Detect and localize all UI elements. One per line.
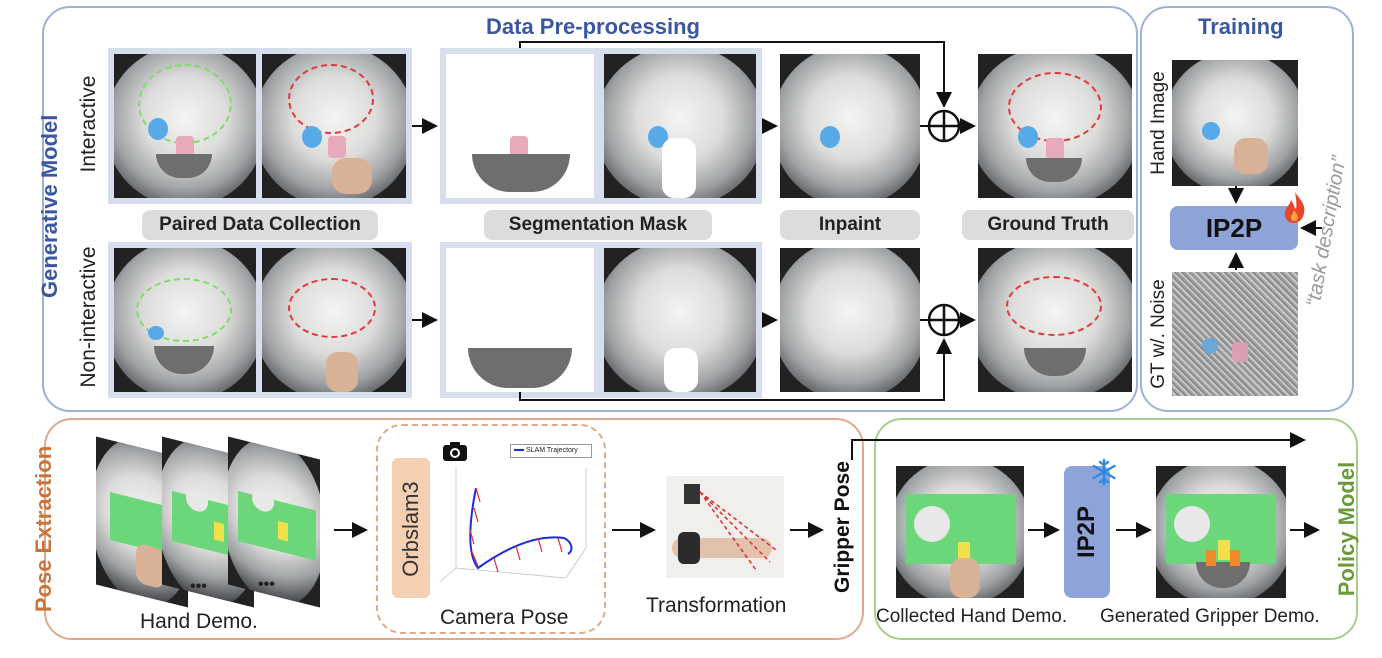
image-noninteractive-1 xyxy=(114,248,256,392)
region-highlight-red xyxy=(288,64,374,134)
hand xyxy=(326,352,358,392)
training-noise-image xyxy=(1172,272,1298,396)
combine-symbol-bottom xyxy=(927,303,961,337)
slam-trajectory-plot xyxy=(439,468,587,583)
region-highlight-green xyxy=(136,278,232,342)
collected-hand-demo-label: Collected Hand Demo. xyxy=(876,606,1068,627)
ellipsis-2: ••• xyxy=(258,576,275,593)
hand xyxy=(1234,138,1268,174)
ground-truth-noninteractive xyxy=(978,248,1132,392)
blue-cup xyxy=(148,118,168,140)
pink-cup xyxy=(176,136,194,158)
hand xyxy=(950,558,980,598)
blue-cup xyxy=(148,326,164,340)
blue-cup xyxy=(1202,338,1218,354)
projection-lines xyxy=(699,491,777,571)
image-interactive-1 xyxy=(114,54,256,198)
yellow-object xyxy=(1218,540,1230,560)
gripper-finger-right xyxy=(1230,550,1240,566)
generative-model-panel xyxy=(42,6,1138,412)
training-hand-image xyxy=(1172,60,1298,186)
policy-ip2p-box xyxy=(1064,466,1110,598)
mask-noninteractive-gripper xyxy=(446,248,594,392)
inpaint-interactive xyxy=(780,54,920,198)
slam-region xyxy=(376,424,606,634)
slam-legend-swatch xyxy=(514,449,524,452)
wrist-strap xyxy=(678,532,700,564)
orbslam-box xyxy=(392,458,430,598)
hand-mask xyxy=(664,348,698,392)
combine-symbol-top xyxy=(927,109,961,143)
flame-icon xyxy=(1282,190,1308,229)
region-highlight-red xyxy=(288,278,376,338)
hand xyxy=(332,158,372,194)
plate xyxy=(914,506,950,542)
pink-cup xyxy=(328,136,346,158)
slam-legend-text: SLAM Trajectory xyxy=(526,447,578,454)
image-interactive-2 xyxy=(262,54,406,198)
pose-extraction-panel xyxy=(44,418,864,640)
snowflake-icon xyxy=(1090,458,1118,491)
plate xyxy=(1174,506,1210,542)
mask-noninteractive-hand xyxy=(604,248,756,392)
region-highlight-red xyxy=(1006,276,1102,336)
blue-cup xyxy=(820,126,840,148)
training-ip2p-box: IP2P xyxy=(1170,206,1298,250)
blue-cup xyxy=(1018,126,1038,148)
ellipsis-1: ••• xyxy=(190,578,207,595)
stage-label-ground-truth: Ground Truth xyxy=(962,210,1134,240)
training-title: Training xyxy=(1198,14,1284,39)
data-preprocessing-title: Data Pre-processing xyxy=(486,14,700,39)
slam-legend: SLAM Trajectory xyxy=(510,444,592,458)
camera-mount xyxy=(684,484,700,504)
hand-demo-label: Hand Demo. xyxy=(140,610,258,633)
yellow-object xyxy=(958,542,970,562)
blue-cup xyxy=(302,126,322,148)
transformation-label: Transformation xyxy=(646,594,787,617)
training-panel xyxy=(1140,6,1354,412)
blue-cup xyxy=(1202,122,1220,140)
transformation-image xyxy=(666,476,784,578)
policy-model-panel xyxy=(874,418,1358,640)
stage-label-paired: Paired Data Collection xyxy=(142,210,378,240)
pink-cup xyxy=(1046,138,1064,160)
hand-mask xyxy=(662,138,696,198)
mask-interactive-hand xyxy=(604,54,756,198)
generated-gripper-demo-image xyxy=(1156,466,1286,598)
ground-truth-interactive xyxy=(978,54,1132,198)
stage-label-segmentation: Segmentation Mask xyxy=(484,210,712,240)
image-noninteractive-2 xyxy=(262,248,406,392)
collected-hand-demo-image xyxy=(896,466,1024,598)
generated-gripper-demo-label: Generated Gripper Demo. xyxy=(1100,606,1320,627)
pink-cup xyxy=(1232,342,1248,362)
camera-pose-label: Camera Pose xyxy=(440,606,569,629)
camera-icon xyxy=(442,440,468,467)
inpaint-noninteractive xyxy=(780,248,920,392)
stage-label-inpaint: Inpaint xyxy=(780,210,920,240)
mask-interactive-gripper xyxy=(446,54,594,198)
gripper-finger-left xyxy=(1206,550,1216,566)
